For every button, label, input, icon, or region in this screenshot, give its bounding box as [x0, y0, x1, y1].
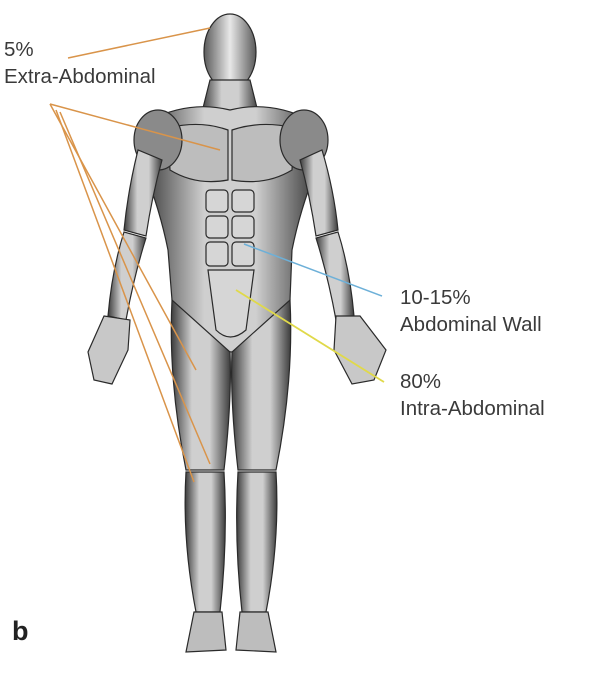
- panel-letter: b: [12, 616, 29, 647]
- intra-abdominal-name: Intra-Abdominal: [400, 395, 545, 422]
- right-foot: [236, 612, 276, 652]
- right-shin: [237, 472, 277, 612]
- left-shin: [185, 472, 225, 612]
- label-abdominal-wall: 10-15% Abdominal Wall: [400, 284, 542, 338]
- label-intra-abdominal: 80% Intra-Abdominal: [400, 368, 545, 422]
- left-hand: [88, 316, 130, 384]
- head: [204, 14, 256, 90]
- extra-abdominal-name: Extra-Abdominal: [4, 63, 156, 90]
- human-body: [88, 14, 386, 652]
- right-hand: [334, 316, 386, 384]
- abdominal-wall-percent: 10-15%: [400, 284, 542, 311]
- right-forearm: [316, 232, 354, 320]
- extra-abdominal-percent: 5%: [4, 36, 156, 63]
- intra-abdominal-percent: 80%: [400, 368, 545, 395]
- abdominal-wall-name: Abdominal Wall: [400, 311, 542, 338]
- label-extra-abdominal: 5% Extra-Abdominal: [4, 36, 156, 90]
- left-foot: [186, 612, 226, 652]
